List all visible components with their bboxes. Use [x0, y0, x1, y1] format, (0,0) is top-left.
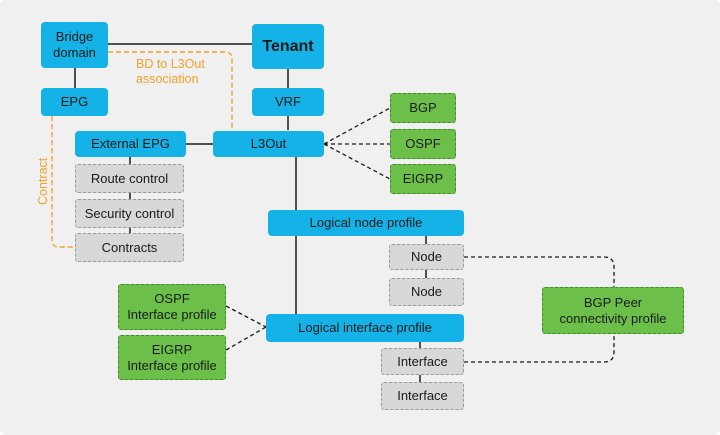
l3out-node: L3Out — [213, 131, 324, 157]
connector-interface-bgppeer — [464, 334, 615, 363]
interface-2: Interface — [381, 382, 464, 410]
logical-interface-profile-node: Logical interface profile — [266, 314, 464, 342]
contract-label: Contract — [36, 157, 50, 205]
logical-node-profile-node: Logical node profile — [268, 210, 464, 236]
contracts-node: Contracts — [75, 233, 184, 262]
eigrp-node: EIGRP — [390, 164, 456, 194]
connector-l3out-eigrp — [323, 143, 391, 180]
bd-to-l3out-label: BD to L3Out association — [136, 57, 205, 86]
connector-contract — [51, 116, 75, 248]
bridge-domain-node: Bridge domain — [41, 22, 108, 68]
eigrp-interface-profile-node: EIGRP Interface profile — [118, 335, 226, 380]
epg-node: EPG — [41, 88, 108, 116]
node-1: Node — [389, 244, 464, 270]
route-control-node: Route control — [75, 164, 184, 193]
interface-1: Interface — [381, 348, 464, 375]
connector-eigrpif-ifprofile — [225, 326, 267, 351]
node-2: Node — [389, 278, 464, 306]
bgp-peer-connectivity-profile-node: BGP Peer connectivity profile — [542, 287, 684, 334]
vrf-node: VRF — [252, 88, 324, 116]
external-epg-node: External EPG — [75, 131, 186, 157]
connector-bd-to-l3out — [108, 51, 233, 131]
connector-l3out-bgp — [323, 107, 391, 145]
ospf-interface-profile-node: OSPF Interface profile — [118, 284, 226, 330]
connector-node-bgppeer — [464, 256, 615, 287]
bgp-node: BGP — [390, 93, 456, 123]
tenant-node: Tenant — [252, 24, 324, 69]
ospf-node: OSPF — [390, 129, 456, 159]
connector-ospfif-ifprofile — [225, 305, 267, 328]
security-control-node: Security control — [75, 199, 184, 228]
